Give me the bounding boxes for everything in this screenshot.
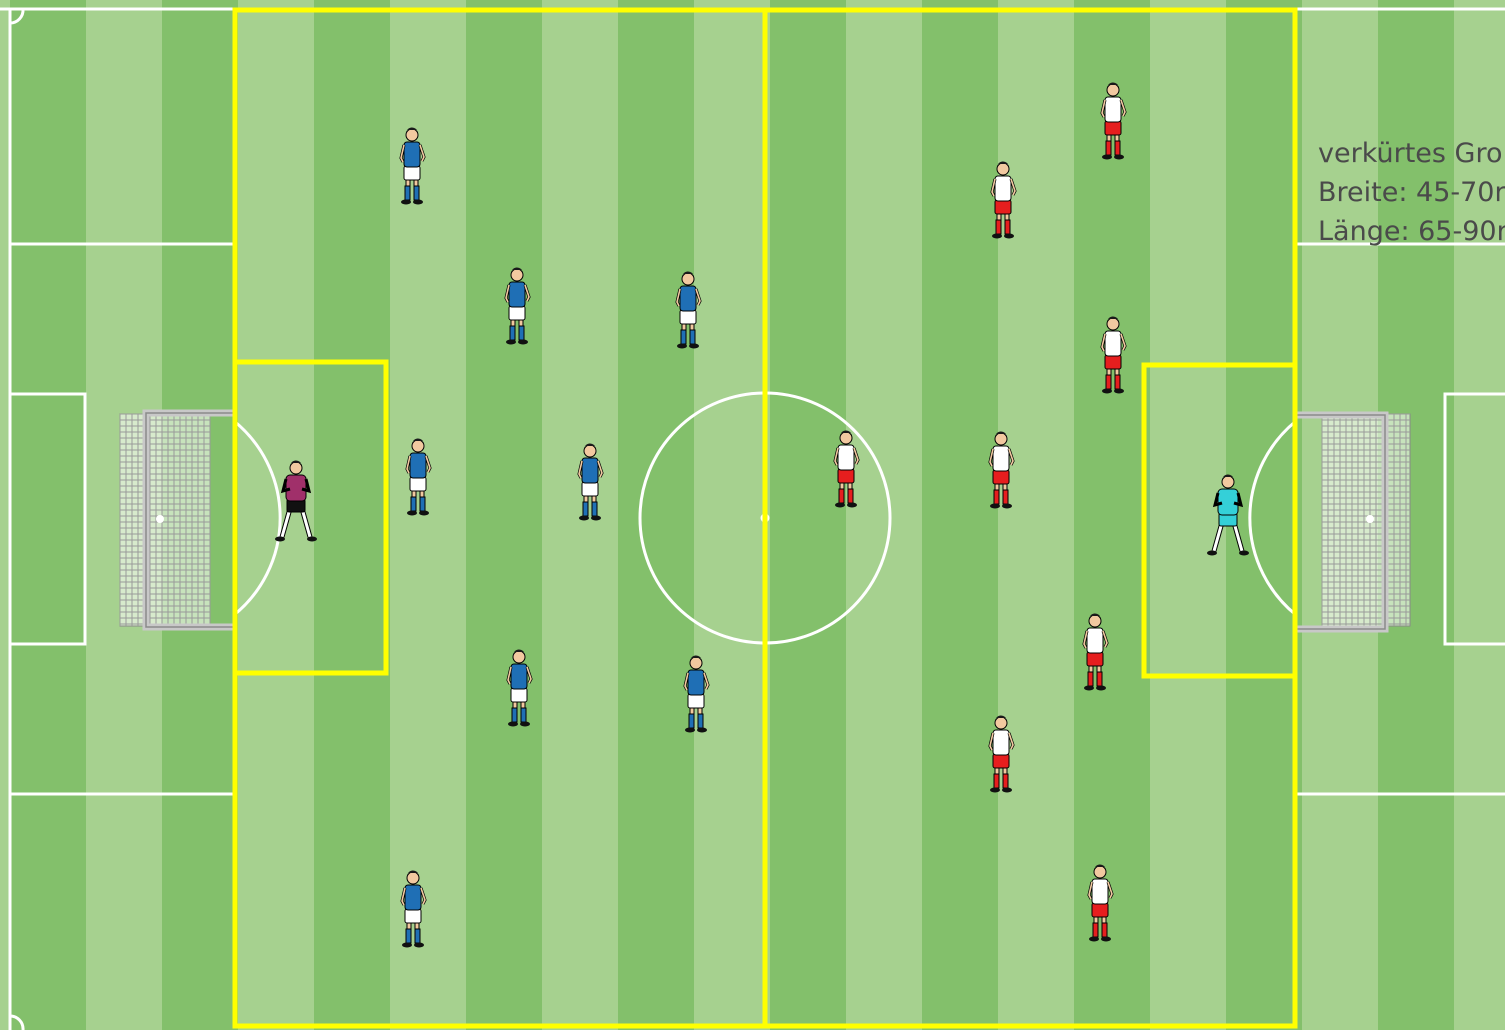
note-length: Länge: 65-90n — [1318, 212, 1505, 251]
left-penalty-spot — [156, 515, 164, 523]
note-width: Breite: 45-70r — [1318, 173, 1505, 212]
right-penalty-spot — [1366, 515, 1374, 523]
note-title: verkürtes Gro — [1318, 134, 1505, 173]
field-size-note: verkürtes Gro Breite: 45-70r Länge: 65-9… — [1318, 134, 1505, 251]
